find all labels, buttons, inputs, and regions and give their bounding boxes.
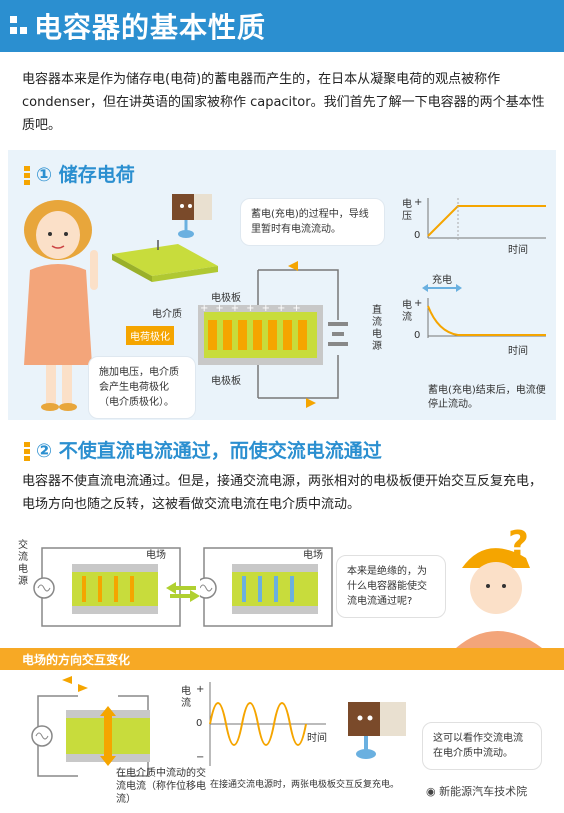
question-mark-icon: ? bbox=[508, 524, 529, 565]
header-bullet-icon bbox=[20, 27, 27, 34]
voltage-zero: 0 bbox=[414, 230, 421, 241]
plus-charge: + bbox=[230, 303, 247, 314]
section-bullet-icon bbox=[24, 442, 30, 463]
plus-charge: + bbox=[276, 303, 293, 314]
ac-axis-label: 电流 bbox=[181, 686, 191, 709]
section-bullet-icon bbox=[24, 166, 30, 187]
voltage-x-label: 时间 bbox=[508, 245, 528, 256]
capacitor-plate-3d bbox=[112, 240, 218, 282]
displacement-current-label: 在电介质中流动的交流电流（称作位移电流） bbox=[116, 768, 206, 805]
voltage-plus: + bbox=[414, 197, 423, 208]
watermark: ◉ 新能源汽车技术院 bbox=[426, 783, 527, 799]
field-direction-band: 电场的方向交互变化 bbox=[0, 648, 564, 670]
speech-bubble-question: 本来是绝缘的，为什么电容器能使交流电流通过呢? bbox=[336, 555, 446, 618]
speech-bubble-charging: 蓄电(充电)的过程中，导线里暂时有电流流动。 bbox=[240, 198, 385, 246]
current-graph bbox=[427, 298, 546, 338]
dc-circuit-diagram bbox=[198, 261, 348, 408]
plus-charge: + bbox=[200, 303, 216, 314]
swap-arrows-icon bbox=[166, 582, 200, 602]
page-title: 电容器的基本性质 bbox=[34, 11, 267, 44]
plate-plus-charges: +++++++ bbox=[200, 303, 320, 314]
ac-minus: − bbox=[196, 752, 205, 763]
speech-bubble-polarization: 施加电压，电介质会产生电荷极化（电介质极化）。 bbox=[88, 356, 196, 419]
label-dielectric: 电介质 bbox=[152, 309, 182, 320]
plus-charge: + bbox=[292, 303, 308, 314]
ac-zero: 0 bbox=[196, 718, 203, 729]
label-polarization: 电荷极化 bbox=[126, 326, 174, 345]
ac-circuit-right bbox=[200, 547, 333, 627]
thinking-man-illustration bbox=[456, 548, 542, 648]
label-ac-source: 交流电源 bbox=[18, 540, 28, 587]
charge-arrow-icon bbox=[422, 284, 462, 292]
watermark-logo-icon: ◉ bbox=[426, 785, 440, 798]
current-plus: + bbox=[414, 298, 423, 309]
field-direction-label: 电场的方向交互变化 bbox=[22, 653, 131, 667]
header-bullet-icon bbox=[10, 16, 17, 23]
section2-title: ② 不使直流电流通过，而使交流电流通过 bbox=[36, 440, 382, 462]
plus-charge: + bbox=[246, 303, 262, 314]
charge-label: 充电 bbox=[432, 275, 452, 286]
header-bullet-icon bbox=[10, 27, 17, 34]
label-plate-top: 电极板 bbox=[211, 293, 241, 304]
ac-plus: + bbox=[196, 684, 205, 695]
label-field-right: 电场 bbox=[303, 550, 323, 561]
capacitor-mascot-icon bbox=[348, 702, 406, 759]
watermark-text: 新能源汽车技术院 bbox=[439, 785, 528, 798]
ac-circuit-left bbox=[33, 547, 181, 627]
section2-paragraph: 电容器不使直流电流通过。但是，接通交流电源，两张相对的电极板便开始交互反复充电，… bbox=[22, 474, 543, 512]
current-axis-label: 电流 bbox=[402, 300, 412, 323]
page-header: 电容器的基本性质 bbox=[0, 0, 564, 52]
current-caption: 蓄电(充电)结束后，电流便停止流动。 bbox=[428, 385, 546, 410]
current-zero: 0 bbox=[414, 330, 421, 341]
displacement-circuit bbox=[31, 676, 150, 777]
intro-paragraph: 电容器本来是作为储存电(电荷)的蓄电器而产生的，在日本从凝聚电荷的观点被称作 c… bbox=[22, 72, 545, 133]
plus-charge: + bbox=[261, 303, 277, 314]
woman-illustration bbox=[24, 200, 98, 411]
speech-bubble-conclusion: 这可以看作交流电流在电介质中流动。 bbox=[422, 722, 542, 770]
label-field-left: 电场 bbox=[146, 550, 166, 561]
label-dc-source: 直流电源 bbox=[372, 305, 382, 352]
voltage-axis-label: 电压 bbox=[402, 199, 412, 222]
plus-charge: + bbox=[215, 303, 231, 314]
ac-graph-caption: 在接通交流电源时，两张电极板交互反复充电。 bbox=[210, 780, 400, 790]
section1-title: ① 储存电荷 bbox=[36, 164, 135, 186]
ac-waveform-graph bbox=[209, 682, 326, 766]
label-plate-bottom: 电极板 bbox=[211, 376, 241, 387]
current-x-label: 时间 bbox=[508, 346, 528, 357]
capacitor-mascot-icon bbox=[172, 194, 212, 238]
voltage-graph bbox=[427, 198, 546, 240]
ac-x-label: 时间 bbox=[307, 733, 327, 744]
